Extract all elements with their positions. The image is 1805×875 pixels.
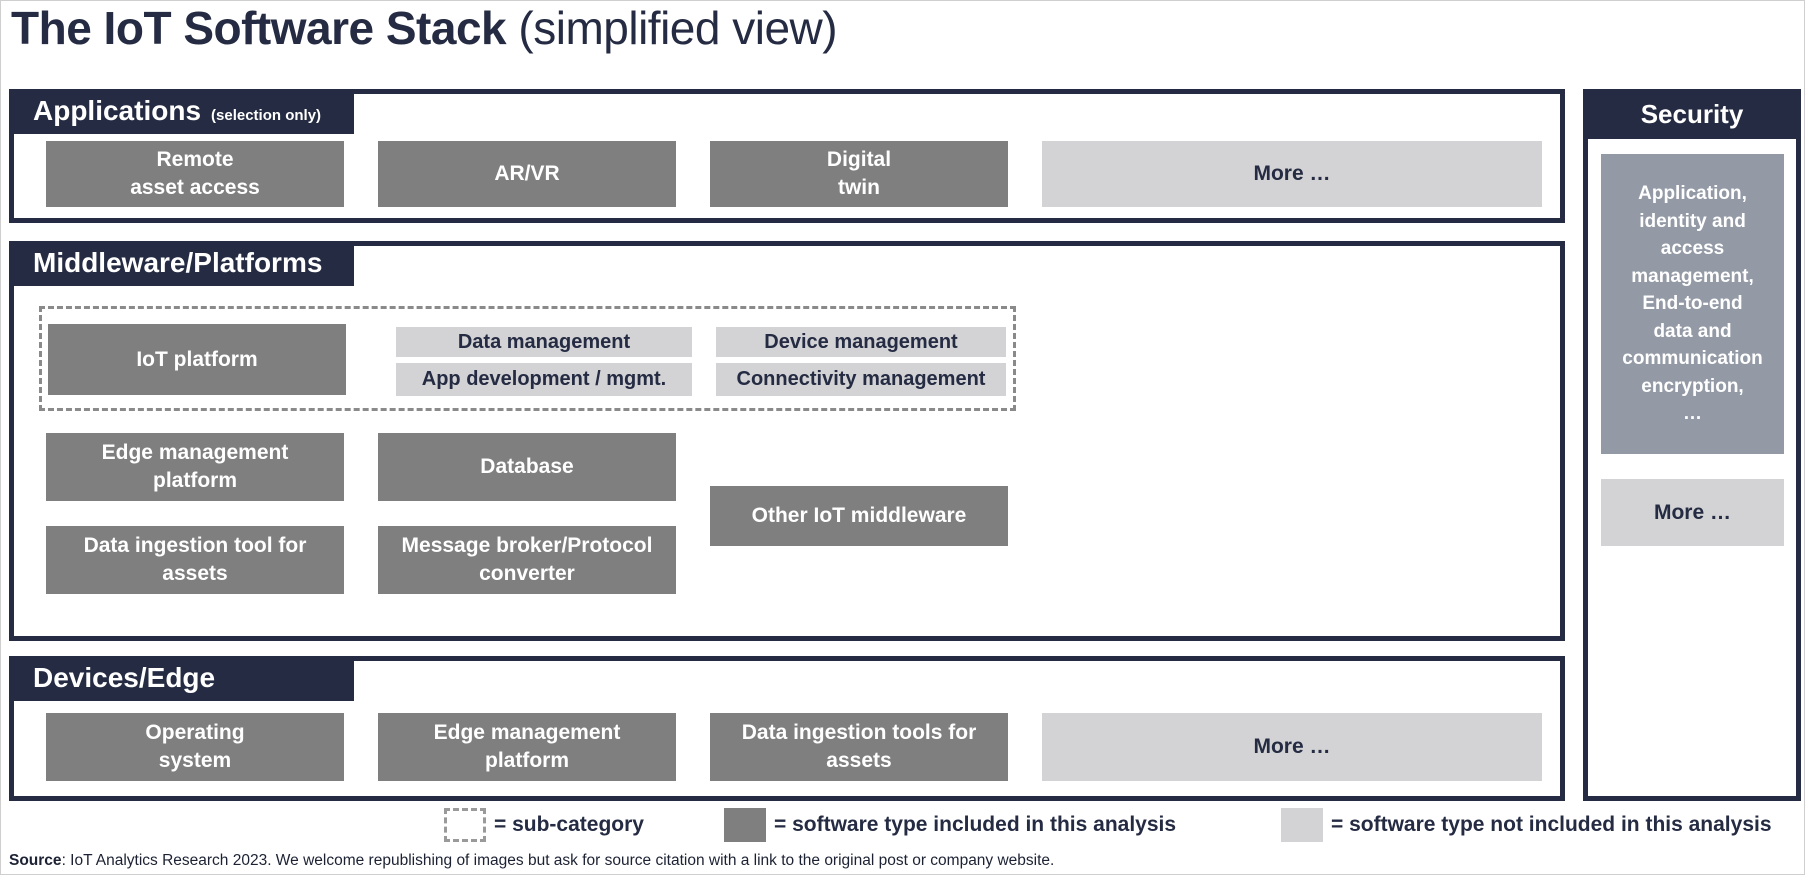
- legend-included-swatch-icon: [724, 808, 766, 842]
- box-data-ingestion-tools-devices: Data ingestion tools for assets: [710, 713, 1008, 781]
- box-data-ingestion-tool: Data ingestion tool for assets: [46, 526, 344, 594]
- box-database: Database: [378, 433, 676, 501]
- legend-item-not-included: = software type not included in this ana…: [1281, 807, 1772, 843]
- box-data-management: Data management: [396, 327, 692, 357]
- devices-header-tab: Devices/Edge: [9, 656, 354, 701]
- box-iot-platform: IoT platform: [48, 324, 346, 395]
- box-ar-vr: AR/VR: [378, 141, 676, 207]
- section-middleware-platforms: Middleware/Platforms IoT platform Data m…: [9, 241, 1565, 641]
- box-remote-asset-access: Remote asset access: [46, 141, 344, 207]
- box-edge-management-platform-devices: Edge management platform: [378, 713, 676, 781]
- box-more-applications: More …: [1042, 141, 1542, 207]
- box-device-management: Device management: [716, 327, 1006, 357]
- legend-included-label: = software type included in this analysi…: [774, 813, 1177, 836]
- box-other-iot-middleware: Other IoT middleware: [710, 486, 1008, 546]
- legend-not-included-label: = software type not included in this ana…: [1331, 813, 1772, 836]
- legend-dashed-swatch-icon: [444, 808, 486, 842]
- applications-header-tab: Applications (selection only): [9, 89, 354, 134]
- legend-subcategory-label: = sub-category: [494, 813, 644, 836]
- applications-title: Applications: [33, 95, 202, 126]
- page-title-main: The IoT Software Stack: [11, 2, 507, 54]
- source-text: : IoT Analytics Research 2023. We welcom…: [61, 852, 1055, 869]
- middleware-title: Middleware/Platforms: [33, 247, 323, 278]
- applications-subtitle: (selection only): [211, 107, 322, 124]
- page-title-suffix: (simplified view): [506, 2, 838, 54]
- middleware-header-tab: Middleware/Platforms: [9, 241, 354, 286]
- box-more-devices: More …: [1042, 713, 1542, 781]
- section-security: Security Application, identity and acces…: [1583, 89, 1801, 801]
- devices-title: Devices/Edge: [33, 662, 216, 693]
- box-connectivity-management: Connectivity management: [716, 363, 1006, 396]
- legend-item-included: = software type included in this analysi…: [724, 807, 1176, 843]
- security-header: Security: [1583, 89, 1801, 139]
- source-line: Source: IoT Analytics Research 2023. We …: [9, 852, 1054, 870]
- box-app-development-mgmt: App development / mgmt.: [396, 363, 692, 396]
- box-digital-twin: Digital twin: [710, 141, 1008, 207]
- security-title: Security: [1640, 98, 1744, 129]
- box-operating-system: Operating system: [46, 713, 344, 781]
- legend-item-subcategory: = sub-category: [444, 807, 644, 843]
- source-label: Source: [9, 852, 62, 869]
- subcategory-group: IoT platform Data management App develop…: [39, 306, 1016, 411]
- legend-not-included-swatch-icon: [1281, 808, 1323, 842]
- page-title: The IoT Software Stack (simplified view): [11, 1, 838, 62]
- section-devices-edge: Devices/Edge Operating system Edge manag…: [9, 656, 1565, 801]
- box-security-measures: Application, identity and access managem…: [1601, 154, 1784, 454]
- section-applications: Applications (selection only) Remote ass…: [9, 89, 1565, 223]
- box-more-security: More …: [1601, 479, 1784, 546]
- box-message-broker-protocol-converter: Message broker/Protocol converter: [378, 526, 676, 594]
- box-edge-management-platform: Edge management platform: [46, 433, 344, 501]
